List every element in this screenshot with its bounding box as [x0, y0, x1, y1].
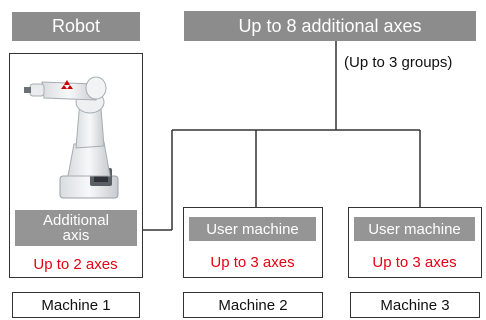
- user-machine-panel-1: User machine Up to 3 axes: [183, 207, 323, 278]
- machine-label-1: Machine 1: [12, 292, 140, 318]
- additional-axes-header: Up to 8 additional axes: [184, 11, 476, 41]
- robot-axis-limit: Up to 2 axes: [33, 256, 118, 273]
- groups-note: (Up to 3 groups): [344, 54, 453, 71]
- additional-axis-label-line2: axis: [62, 227, 90, 244]
- machine-label-2: Machine 2: [183, 292, 323, 318]
- user-machine-panel-2: User machine Up to 3 axes: [348, 207, 482, 278]
- user-machine-limit-1: Up to 3 axes: [210, 254, 295, 271]
- user-machine-tag-1: User machine: [189, 217, 316, 241]
- machine-label-3: Machine 3: [350, 292, 480, 318]
- robot-header: Robot: [12, 12, 140, 41]
- robot-panel: Additional axis Up to 2 axes: [9, 53, 143, 278]
- additional-axis-label-line1: Additional: [43, 212, 109, 229]
- user-machine-tag-2: User machine: [354, 217, 475, 241]
- user-machine-limit-2: Up to 3 axes: [372, 254, 457, 271]
- additional-axis-tag: Additional axis: [15, 210, 137, 246]
- robot-arm-icon: [24, 76, 119, 199]
